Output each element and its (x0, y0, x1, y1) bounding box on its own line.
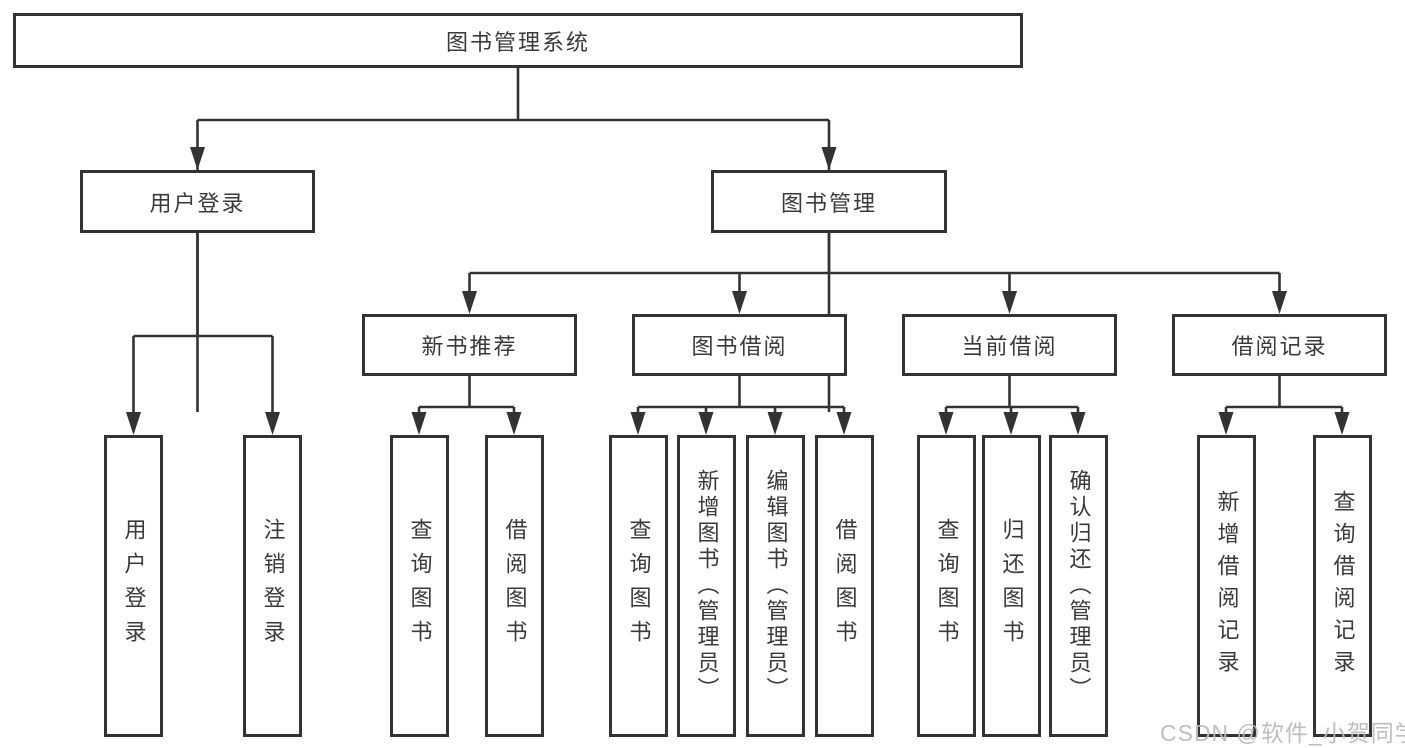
node-borrow-records: 借阅记录 (1172, 314, 1387, 376)
node-book-borrow: 图书借阅 (632, 314, 847, 376)
node-current-borrow: 当前借阅 (902, 314, 1117, 376)
node-borrow-records-label: 借阅记录 (1231, 334, 1328, 359)
leaf-add-book-admin: 新增图书（管理员） (677, 435, 736, 737)
leaf-user-login: 用户登录 (104, 435, 163, 737)
node-root-label: 图书管理系统 (445, 29, 590, 55)
node-book-borrow-label: 图书借阅 (691, 334, 788, 359)
node-current-borrow-label: 当前借阅 (961, 334, 1058, 359)
leaf-borrow-books-borrow: 借阅图书 (815, 435, 874, 737)
node-user-login-label: 用户登录 (149, 190, 246, 216)
node-root: 图书管理系统 (13, 13, 1023, 68)
node-book-management-label: 图书管理 (780, 190, 877, 216)
arrowheads (126, 147, 1350, 435)
node-new-book-recommend-label: 新书推荐 (421, 334, 518, 359)
leaf-borrow-books-recommend: 借阅图书 (485, 435, 544, 737)
node-new-book-recommend: 新书推荐 (362, 314, 577, 376)
leaf-query-books-borrow: 查询图书 (609, 435, 668, 737)
leaf-edit-book-admin: 编辑图书（管理员） (746, 435, 805, 737)
leaf-query-books-current: 查询图书 (917, 435, 976, 737)
leaf-return-books: 归还图书 (982, 435, 1041, 737)
node-book-management: 图书管理 (711, 170, 947, 233)
leaf-query-borrow-record: 查询借阅记录 (1313, 435, 1372, 737)
leaf-logout: 注销登录 (243, 435, 302, 737)
node-user-login: 用户登录 (80, 170, 315, 233)
csdn-watermark: CSDN @软件_小贺同学 (1160, 720, 1405, 746)
leaf-confirm-return-admin: 确认归还（管理员） (1049, 435, 1108, 737)
leaf-add-borrow-record: 新增借阅记录 (1197, 435, 1256, 737)
leaf-query-books-recommend: 查询图书 (390, 435, 449, 737)
